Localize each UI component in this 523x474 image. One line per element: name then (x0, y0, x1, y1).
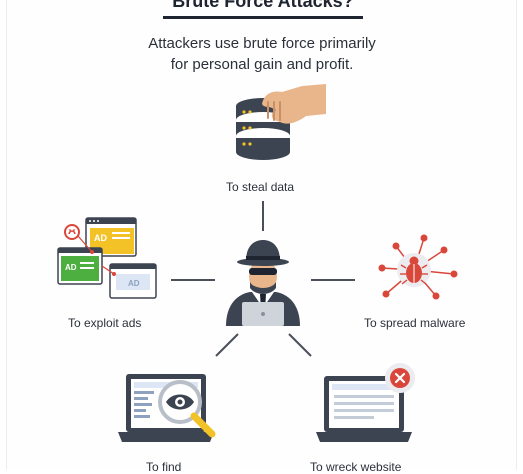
connector-right (311, 279, 355, 281)
hacker-icon (226, 240, 300, 326)
diagram-subtitle: Attackers use brute force primarily for … (112, 33, 412, 75)
malware-bug-icon (378, 234, 458, 300)
label-spread-malware: To spread malware (364, 316, 466, 330)
laptop-error-icon (316, 363, 415, 442)
connector-top (262, 201, 264, 231)
ad-text-blue: AD (128, 279, 140, 288)
label-wreck-website: To wreck website (310, 460, 402, 474)
label-find: To find (146, 460, 182, 474)
label-steal-data: To steal data (226, 180, 295, 194)
subtitle-line-2: for personal gain and profit. (170, 56, 354, 73)
ad-text-green: AD (65, 263, 77, 272)
ad-text-yellow: AD (94, 233, 107, 243)
subtitle-line-1: Attackers use brute force primarily (148, 35, 376, 52)
database-hand-icon (236, 84, 326, 160)
label-exploit-ads: To exploit ads (68, 316, 142, 330)
ad-windows-icon: AD AD AD (57, 217, 157, 299)
laptop-search-icon (118, 374, 216, 442)
connector-left (171, 279, 215, 281)
diagram-title: Brute Force Attacks? (163, 0, 363, 19)
hand-icon (262, 84, 326, 124)
